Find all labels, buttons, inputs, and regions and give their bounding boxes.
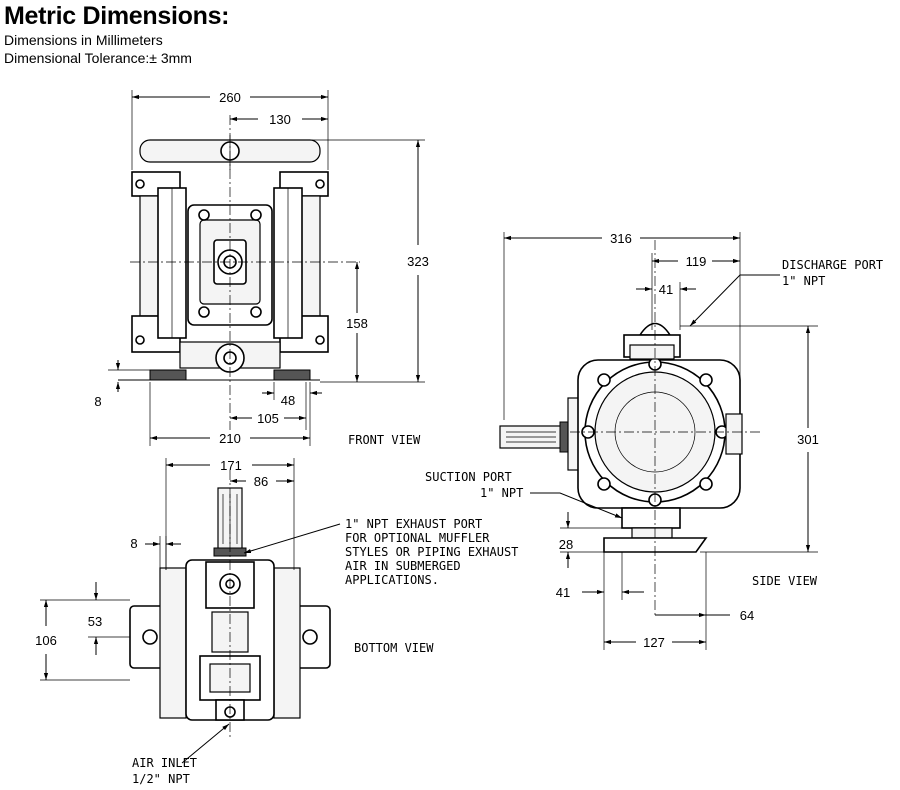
exhaust-note-line4: AIR IN SUBMERGED <box>345 559 461 573</box>
front-view-label: FRONT VIEW <box>348 433 421 447</box>
dim-bottom-106: 106 <box>35 633 57 648</box>
exhaust-note-line1: 1" NPT EXHAUST PORT <box>345 517 482 531</box>
dim-side-316: 316 <box>610 231 632 246</box>
dim-front-260: 260 <box>219 90 241 105</box>
air-inlet-label: AIR INLET <box>132 756 197 770</box>
dim-front-130: 130 <box>269 112 291 127</box>
dim-side-119: 119 <box>686 254 707 269</box>
suction-port-label: SUCTION PORT <box>425 470 512 484</box>
front-view: 260 130 323 158 8 48 105 21 <box>94 90 429 447</box>
dim-front-158: 158 <box>346 316 368 331</box>
dim-bottom-171: 171 <box>220 458 242 473</box>
dim-bottom-86: 86 <box>254 474 268 489</box>
dim-side-28: 28 <box>559 537 573 552</box>
discharge-port-size: 1" NPT <box>782 274 825 288</box>
dim-side-41-base: 41 <box>556 585 570 600</box>
dim-front-323: 323 <box>407 254 429 269</box>
exhaust-note-line2: FOR OPTIONAL MUFFLER <box>345 531 490 545</box>
dim-bottom-53: 53 <box>88 614 102 629</box>
dim-side-41-top: 41 <box>659 282 673 297</box>
exhaust-note-line3: STYLES OR PIPING EXHAUST <box>345 545 518 559</box>
side-view-label: SIDE VIEW <box>752 574 818 588</box>
dim-side-301: 301 <box>797 432 819 447</box>
dim-bottom-8: 8 <box>130 536 137 551</box>
air-inlet-size: 1/2" NPT <box>132 772 190 786</box>
dim-front-48: 48 <box>281 393 295 408</box>
exhaust-note-line5: APPLICATIONS. <box>345 573 439 587</box>
suction-port-size: 1" NPT <box>480 486 523 500</box>
dim-front-105: 105 <box>257 411 279 426</box>
dim-front-8: 8 <box>94 394 101 409</box>
bottom-view-label: BOTTOM VIEW <box>354 641 434 655</box>
dim-front-210: 210 <box>219 431 241 446</box>
dim-side-64: 64 <box>740 608 754 623</box>
subtitle-tolerance: Dimensional Tolerance:± 3mm <box>4 50 192 66</box>
dim-side-127: 127 <box>643 635 665 650</box>
page-title: Metric Dimensions: <box>4 2 230 30</box>
subtitle-units: Dimensions in Millimeters <box>4 32 163 48</box>
bottom-view: 171 86 8 53 106 1" NPT EXHAUST PORT FOR … <box>35 458 518 786</box>
side-view: 316 119 41 DISCHARGE PORT 1" NPT 301 SUC… <box>425 231 883 650</box>
discharge-port-label: DISCHARGE PORT <box>782 258 883 272</box>
